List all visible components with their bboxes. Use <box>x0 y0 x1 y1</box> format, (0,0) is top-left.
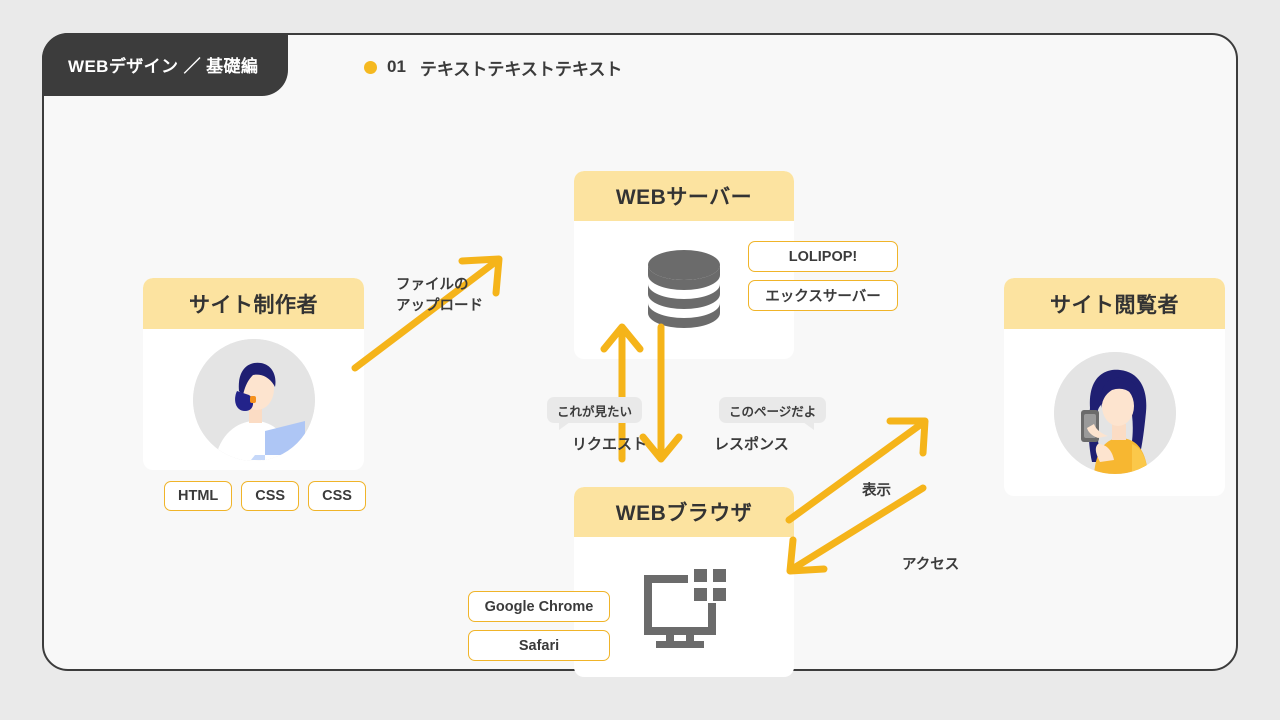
monitor-icon <box>638 565 730 649</box>
breadcrumb-label: WEBデザイン ／ 基礎編 <box>68 57 259 76</box>
flow-label-access: アクセス <box>902 557 960 573</box>
slide-heading: 01 テキストテキストテキスト <box>364 53 622 81</box>
card-title-web-server: WEBサーバー <box>574 171 794 221</box>
tag-css-1[interactable]: CSS <box>241 481 300 511</box>
speech-bubble-response: このページだよ <box>719 397 827 430</box>
tag-list-web-browser: Google Chrome Safari <box>468 591 610 661</box>
tag-xserver[interactable]: エックスサーバー <box>748 280 898 311</box>
slide-panel: WEBデザイン ／ 基礎編 01 テキストテキストテキスト サイト制作者 <box>42 33 1238 677</box>
tag-lolipop[interactable]: LOLIPOP! <box>748 241 898 272</box>
breadcrumb-tab: WEBデザイン ／ 基礎編 <box>42 33 289 96</box>
tag-css-2[interactable]: CSS <box>308 481 366 511</box>
flow-label-request: リクエスト <box>572 436 648 453</box>
speech-bubble-request: これが見たい <box>547 397 643 430</box>
card-body-site-viewer <box>1004 329 1225 496</box>
card-title-site-viewer: サイト閲覧者 <box>1004 278 1225 329</box>
flow-label-display: 表示 <box>862 483 891 499</box>
person-at-laptop-icon <box>192 338 315 461</box>
slide-title: テキストテキストテキスト <box>419 59 623 79</box>
tag-list-site-creator: HTML CSS CSS <box>164 481 366 511</box>
card-body-web-server <box>574 221 794 359</box>
tag-google-chrome[interactable]: Google Chrome <box>468 591 610 622</box>
card-title-site-creator: サイト制作者 <box>143 278 364 329</box>
arrow-up-right-icon-display <box>785 417 929 524</box>
slide-number: 01 <box>387 57 406 76</box>
card-web-browser: WEBブラウザ <box>574 487 794 677</box>
card-title-web-browser: WEBブラウザ <box>574 487 794 537</box>
card-site-creator: サイト制作者 <box>143 278 364 470</box>
person-with-smartphone-icon <box>1053 351 1176 474</box>
database-stack-icon <box>644 247 724 333</box>
card-body-web-browser <box>574 537 794 677</box>
card-body-site-creator <box>143 329 364 470</box>
tag-list-web-server: LOLIPOP! エックスサーバー <box>748 241 898 311</box>
tag-html[interactable]: HTML <box>164 481 233 511</box>
card-site-viewer: サイト閲覧者 <box>1004 278 1225 496</box>
tag-safari[interactable]: Safari <box>468 630 610 661</box>
dot-icon <box>364 60 377 74</box>
flow-label-response: レスポンス <box>714 436 789 453</box>
flow-label-upload: ファイルの アップロード <box>396 277 483 315</box>
